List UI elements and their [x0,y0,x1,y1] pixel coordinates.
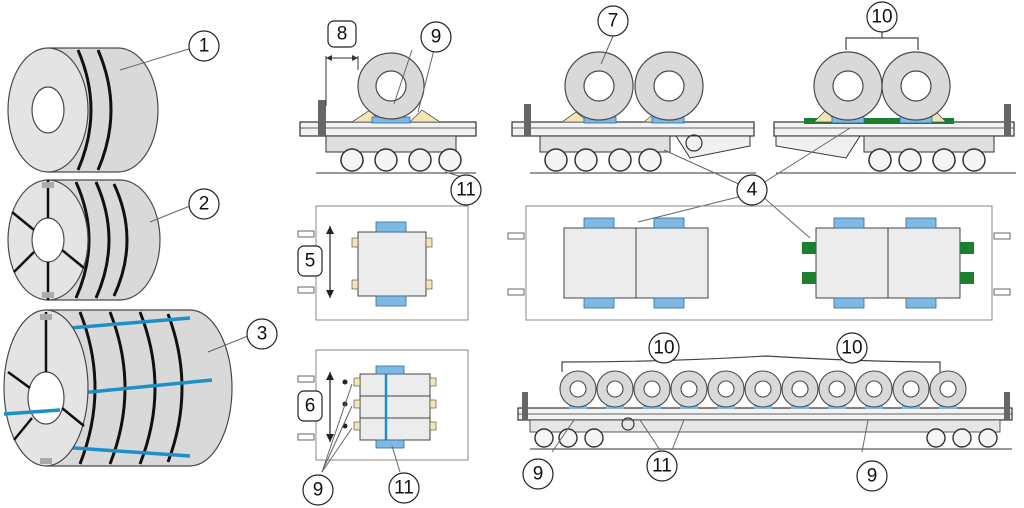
plan-view-single [297,205,469,321]
callout-4: 4 [736,174,768,206]
svg-text:8: 8 [337,24,348,45]
callout-7: 7 [597,5,629,37]
svg-text:7: 7 [608,11,619,32]
wagon-side-view-long [517,370,1013,450]
callout-10-top: 10 [866,1,898,33]
coil-bore [754,380,772,398]
callout-11-top: 11 [450,174,482,206]
callout-9-bottom-left: 9 [302,474,334,506]
coil-bore [643,380,661,398]
svg-text:9: 9 [533,464,544,485]
plan-view-two-coil-layouts [507,205,1011,321]
coil-bore [865,380,883,398]
wagon-side-view-two-coils [511,51,756,174]
callout-5: 5 [297,245,323,277]
svg-text:9: 9 [431,27,442,48]
coil-bore [902,380,920,398]
callout-11-bottom: 11 [646,450,678,482]
coil-variant-2 [7,179,161,301]
svg-text:1: 1 [199,36,210,57]
wagon-side-view-two-coils-chocked [773,51,1016,174]
callout-10-bottom-right: 10 [836,332,868,364]
callout-6: 6 [297,390,323,422]
callout-9-top: 9 [420,21,452,53]
svg-text:9: 9 [313,480,324,501]
wagon-side-view-single [299,52,477,174]
callout-1: 1 [188,30,220,62]
coil-bore [717,380,735,398]
callout-3: 3 [246,318,278,350]
svg-text:11: 11 [456,180,476,201]
callout-2: 2 [188,188,220,220]
coil-bore [828,380,846,398]
callout-9-bottom-wagon-right: 9 [856,460,888,492]
svg-text:11: 11 [652,456,672,477]
svg-text:10: 10 [653,338,674,359]
callout-11-middle: 11 [388,472,420,504]
svg-text:5: 5 [305,251,316,272]
coil-bore [680,380,698,398]
coil-bore [569,380,587,398]
callout-9-bottom-wagon-left: 9 [522,458,554,490]
svg-text:9: 9 [867,466,878,487]
coil-variant-3 [3,309,233,467]
coil-bore [606,380,624,398]
callout-10-bottom-left: 10 [648,332,680,364]
coil-bore [939,380,957,398]
svg-text:10: 10 [871,7,892,28]
svg-text:2: 2 [199,194,210,215]
plan-view-stacked [297,349,469,461]
svg-text:6: 6 [305,396,316,417]
svg-text:3: 3 [257,324,268,345]
svg-text:10: 10 [841,338,862,359]
svg-text:4: 4 [747,180,758,201]
coil-bore [791,380,809,398]
svg-text:11: 11 [394,478,414,499]
coil-variant-1 [7,47,159,173]
callout-8: 8 [327,20,357,48]
